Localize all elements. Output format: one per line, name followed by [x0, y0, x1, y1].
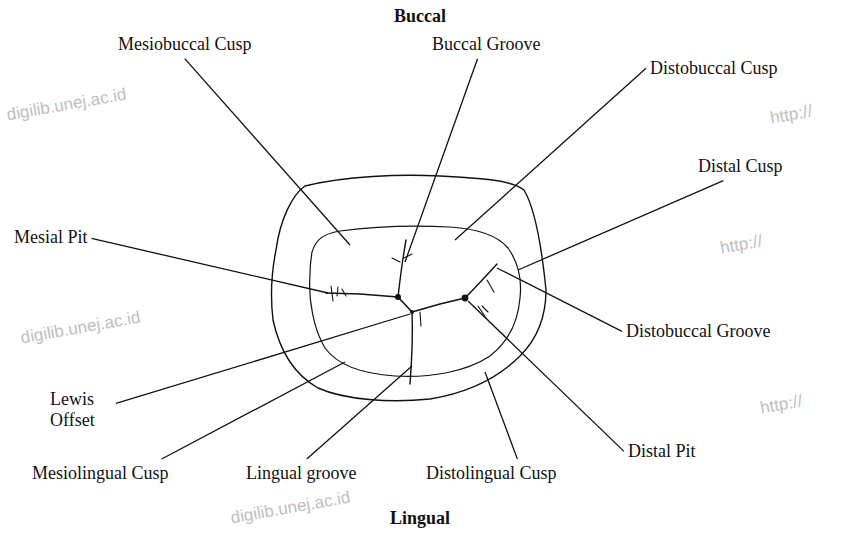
leader-line — [92, 238, 328, 293]
lingual-junction-dot — [410, 310, 414, 314]
leader-line — [307, 366, 412, 459]
cusp-label: Mesiolingual Cusp — [32, 463, 169, 484]
crown-outline — [272, 175, 546, 400]
pit-label: Mesial Pit — [14, 227, 88, 248]
pit-label: Distal Pit — [628, 441, 696, 462]
cusp-label: Distobuccal Cusp — [650, 58, 778, 79]
offset-label: Lewis Offset — [50, 389, 112, 430]
watermark: digilib.unej.ac.id — [229, 487, 352, 527]
watermark: digilib.unej.ac.id — [19, 308, 142, 348]
leader-line — [162, 362, 345, 459]
buccal-groove — [398, 240, 406, 297]
leader-line — [518, 181, 723, 270]
surface-heading: Lingual — [390, 508, 450, 529]
watermark: http:// — [759, 391, 804, 418]
cusp-label: Distolingual Cusp — [426, 463, 557, 484]
central-pit-dot — [395, 294, 401, 300]
groove-label: Distobuccal Groove — [626, 321, 770, 342]
leader-line — [485, 372, 517, 459]
leader-line — [497, 268, 622, 331]
leader-line — [468, 301, 624, 451]
cusp-label: Mesiobuccal Cusp — [118, 34, 251, 55]
distal-pit-dot — [462, 295, 469, 302]
leader-line — [116, 314, 410, 403]
leader-line — [405, 59, 478, 262]
groove-label: Buccal Groove — [432, 34, 540, 55]
supplemental-groove — [331, 254, 494, 326]
watermark: digilib.unej.ac.id — [5, 85, 128, 125]
leader-line — [455, 68, 646, 240]
leader-line — [185, 59, 350, 245]
surface-heading: Buccal — [394, 6, 446, 27]
occlusal-table-outline — [310, 226, 521, 376]
watermark: http:// — [719, 231, 764, 258]
watermark: http:// — [769, 101, 814, 128]
central-groove — [326, 293, 465, 312]
distobuccal-groove — [465, 264, 497, 298]
cusp-label: Distal Cusp — [698, 156, 783, 177]
lingual-groove — [410, 312, 412, 384]
groove-label: Lingual groove — [246, 463, 356, 484]
